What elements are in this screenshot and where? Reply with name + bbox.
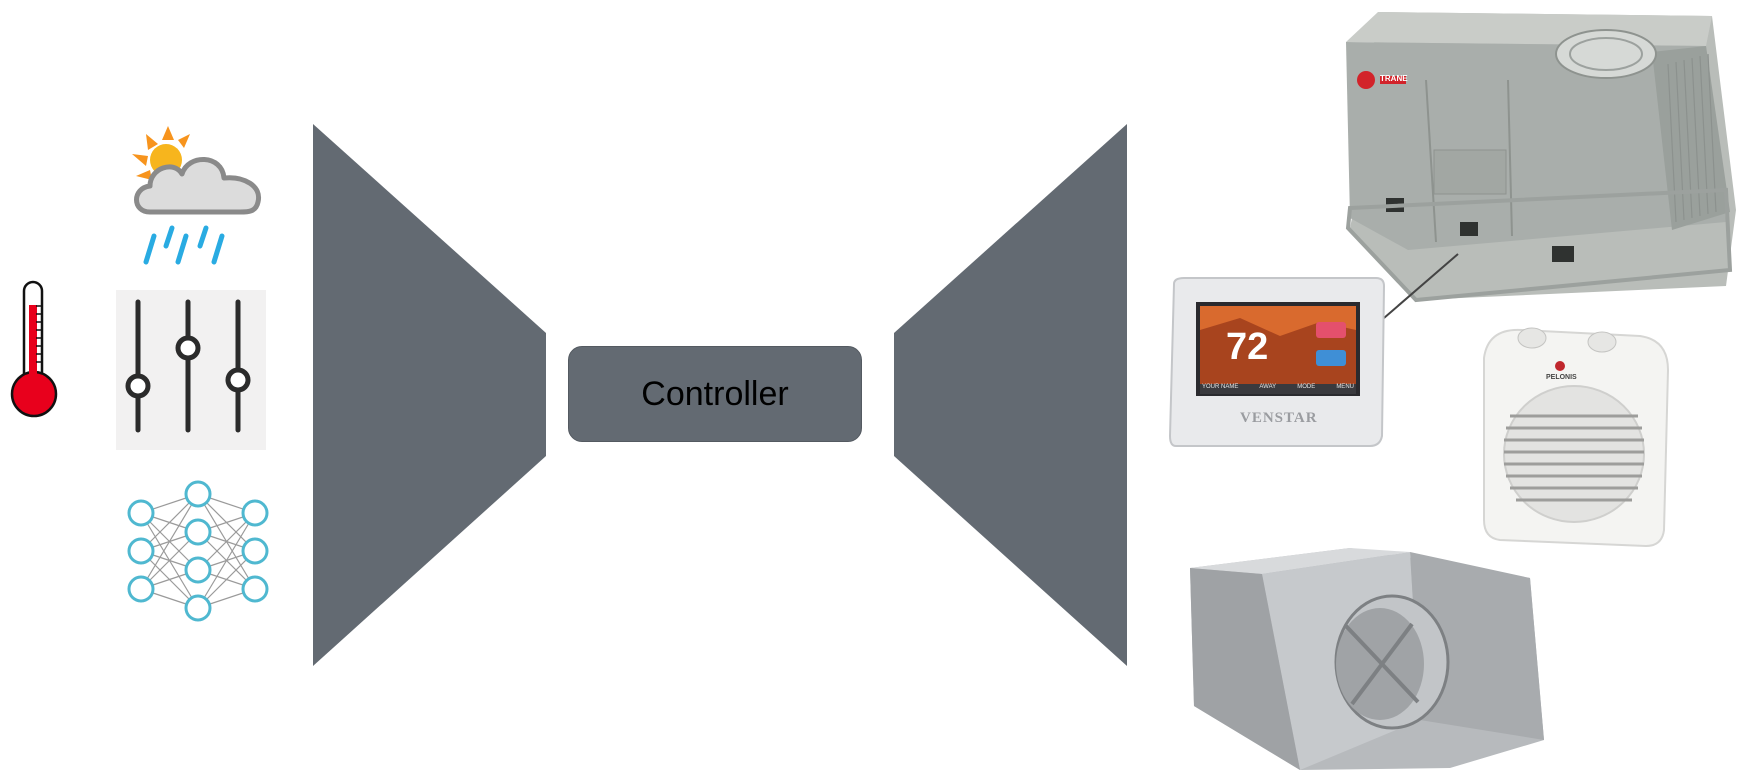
thermostat-brand: VENSTAR [1240,410,1318,426]
damper-box-image [1190,548,1544,770]
weather-icon [132,126,261,265]
controller-label: Controller [641,374,789,413]
thermostat-menu-item: AWAY [1259,384,1277,390]
rooftop-unit-image [1345,12,1736,303]
neural-network-icon [127,480,269,622]
input-funnel [313,124,546,666]
sliders-icon [116,290,266,450]
thermometer-icon [10,280,58,418]
thermostat-menu-bar: YOUR NAME AWAY MODE MENU [1202,384,1354,394]
connection-line [1383,253,1459,319]
space-heater-image [1483,327,1670,548]
thermostat-image [1168,277,1386,447]
thermostat-menu-item: MODE [1297,384,1316,390]
thermostat-menu-item: MENU [1336,384,1354,390]
thermostat-menu-item: YOUR NAME [1202,384,1239,390]
controller-box: Controller [568,346,862,442]
space-heater-brand: PELONIS [1546,374,1577,381]
rooftop-unit-brand: TRANE [1380,74,1408,83]
thermostat-temperature: 72 [1226,326,1269,368]
output-funnel [894,124,1127,666]
